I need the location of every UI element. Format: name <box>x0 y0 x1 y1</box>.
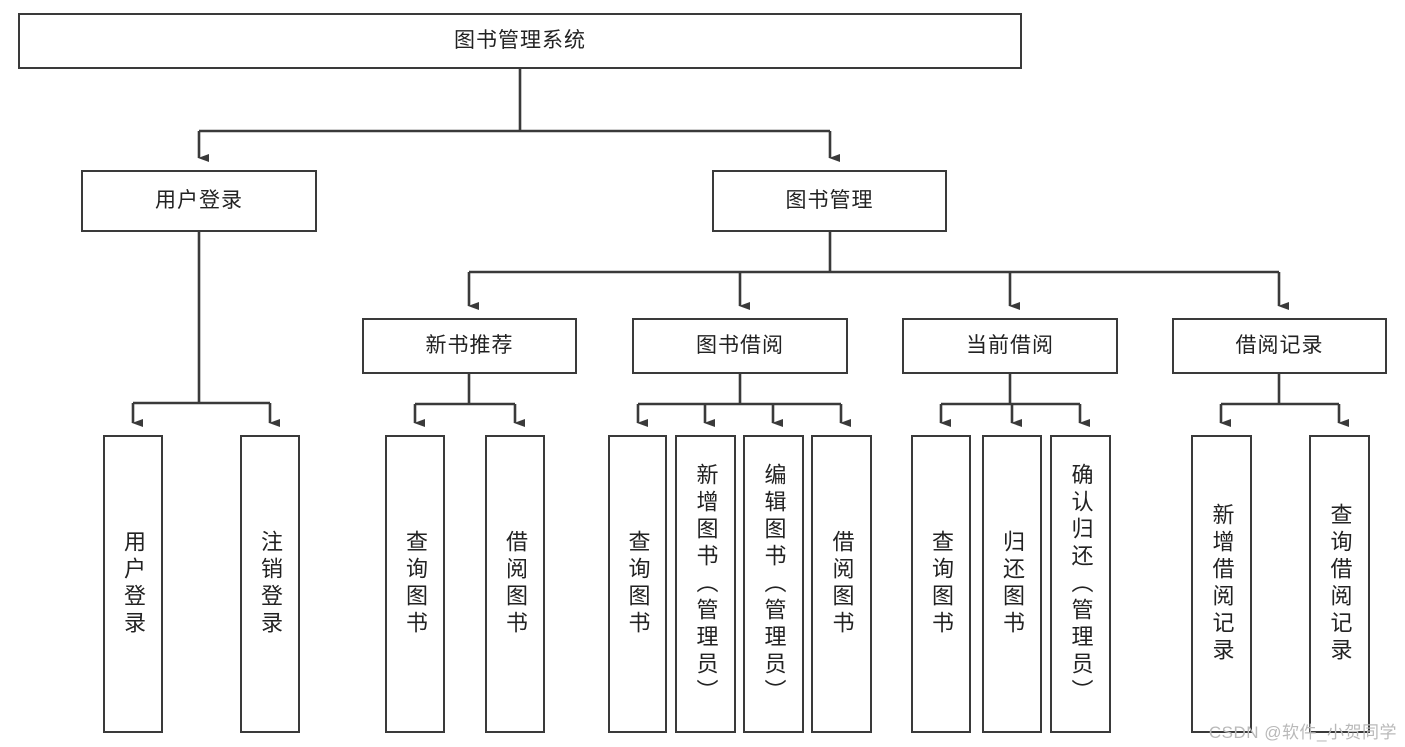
node-label: 新增图书（管理员） <box>693 462 719 706</box>
node-label: 借阅图书 <box>503 530 528 638</box>
leaf-query-book-borrow[interactable]: 查询图书 <box>608 435 667 733</box>
leaf-confirm-return-admin[interactable]: 确认归还（管理员） <box>1050 435 1111 733</box>
node-label: 图书管理系统 <box>454 28 586 52</box>
node-label: 借阅图书 <box>829 530 855 638</box>
leaf-borrow-book-recommend[interactable]: 借阅图书 <box>485 435 545 733</box>
node-label: 编辑图书（管理员） <box>761 462 787 706</box>
node-borrow-record[interactable]: 借阅记录 <box>1172 318 1387 374</box>
leaf-query-book-recommend[interactable]: 查询图书 <box>385 435 445 733</box>
leaf-query-borrow-record[interactable]: 查询借阅记录 <box>1309 435 1370 733</box>
node-label: 当前借阅 <box>966 333 1054 357</box>
node-label: 查询图书 <box>929 530 954 638</box>
leaf-add-borrow-record[interactable]: 新增借阅记录 <box>1191 435 1252 733</box>
leaf-query-book-current[interactable]: 查询图书 <box>911 435 971 733</box>
leaf-borrow-book[interactable]: 借阅图书 <box>811 435 872 733</box>
node-book-manage[interactable]: 图书管理 <box>712 170 947 232</box>
node-label: 查询图书 <box>403 530 428 638</box>
node-label: 查询借阅记录 <box>1327 503 1353 665</box>
node-label: 图书借阅 <box>696 333 784 357</box>
node-label: 图书管理 <box>785 188 874 212</box>
node-root-system[interactable]: 图书管理系统 <box>18 13 1022 69</box>
node-label: 新书推荐 <box>425 333 514 357</box>
node-new-book-recommend[interactable]: 新书推荐 <box>362 318 577 374</box>
node-label: 借阅记录 <box>1235 333 1324 357</box>
leaf-user-logout[interactable]: 注销登录 <box>240 435 300 733</box>
leaf-edit-book-admin[interactable]: 编辑图书（管理员） <box>743 435 804 733</box>
node-label: 用户登录 <box>121 530 146 638</box>
node-current-borrow[interactable]: 当前借阅 <box>902 318 1118 374</box>
node-label: 新增借阅记录 <box>1209 503 1235 665</box>
leaf-user-login[interactable]: 用户登录 <box>103 435 163 733</box>
node-label: 用户登录 <box>155 188 243 212</box>
node-label: 归还图书 <box>1000 530 1025 638</box>
node-label: 确认归还（管理员） <box>1068 462 1094 706</box>
leaf-add-book-admin[interactable]: 新增图书（管理员） <box>675 435 736 733</box>
node-label: 注销登录 <box>258 530 283 638</box>
leaf-return-book[interactable]: 归还图书 <box>982 435 1042 733</box>
node-user-login[interactable]: 用户登录 <box>81 170 317 232</box>
node-book-borrow[interactable]: 图书借阅 <box>632 318 848 374</box>
node-label: 查询图书 <box>625 530 651 638</box>
